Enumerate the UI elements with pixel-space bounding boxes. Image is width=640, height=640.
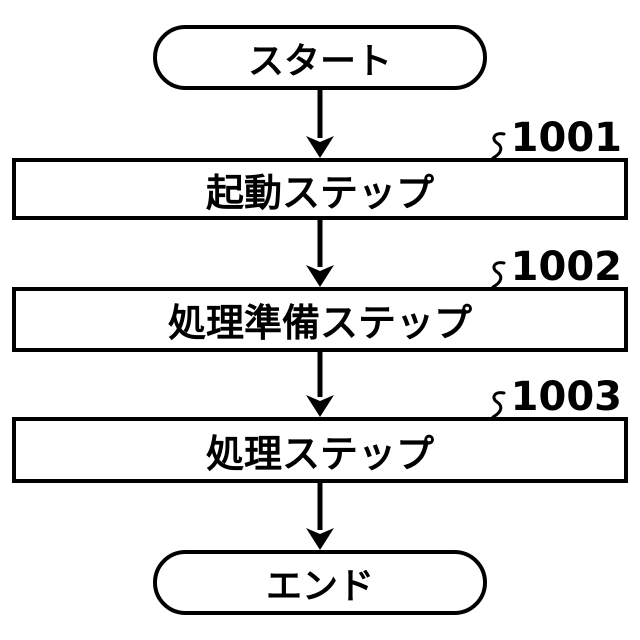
process-box-1001-label: 起動ステップ	[205, 170, 434, 215]
start-terminal-label: スタート	[247, 40, 392, 82]
ref-label-1002: 1002	[489, 244, 622, 290]
process-box-1003-label: 処理ステップ	[205, 431, 434, 476]
leader-squiggle-icon	[491, 391, 506, 418]
process-box-1003: 処理ステップ	[12, 417, 628, 483]
start-terminal: スタート	[153, 25, 487, 90]
process-box-1002-label: 処理準備ステップ	[167, 301, 472, 345]
process-box-1002: 処理準備ステップ	[12, 287, 628, 352]
ref-label-1001: 1001	[489, 115, 622, 161]
process-box-1001: 起動ステップ	[12, 158, 628, 220]
arrow-down-icon	[306, 481, 334, 550]
arrow-down-icon	[306, 88, 334, 158]
ref-number: 1003	[510, 374, 622, 420]
arrow-down-icon	[306, 350, 334, 417]
ref-number: 1001	[510, 115, 622, 161]
leader-squiggle-icon	[491, 132, 506, 159]
end-terminal-label: エンド	[265, 565, 374, 607]
leader-squiggle-icon	[491, 261, 506, 288]
arrow-down-icon	[306, 218, 334, 287]
ref-number: 1002	[510, 244, 622, 290]
end-terminal: エンド	[153, 550, 487, 615]
ref-label-1003: 1003	[489, 374, 622, 420]
